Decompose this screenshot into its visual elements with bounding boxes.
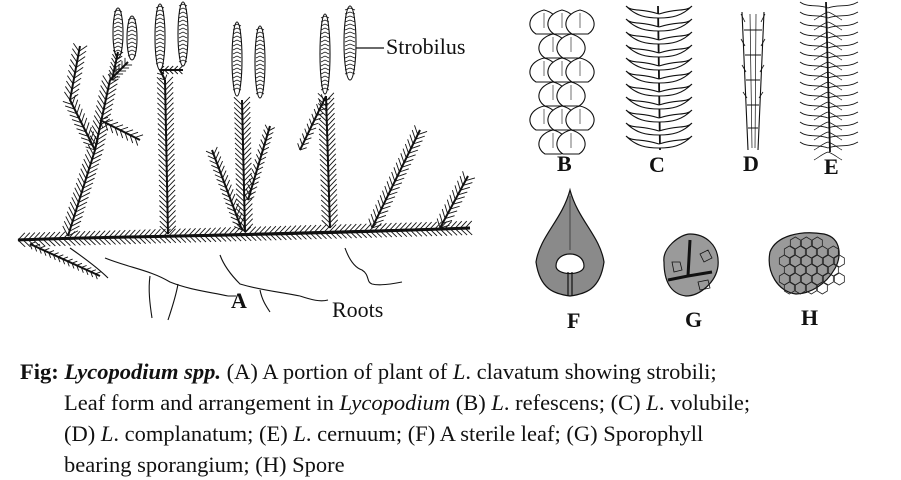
caption-part-a-text: (A) A portion of plant of (221, 359, 453, 384)
caption-line3-a: (D) (64, 421, 101, 446)
caption-line3-b: ; (E) (247, 421, 294, 446)
caption-line-4: bearing sporangium; (H) Spore (64, 452, 345, 477)
label-d: D (743, 151, 759, 176)
caption-line3-sp1: . complanatum (113, 421, 248, 446)
label-roots: Roots (332, 297, 384, 322)
caption-a-species-dot: . clavatum (465, 359, 560, 384)
label-c: C (649, 152, 665, 177)
caption-line2-a: Leaf form and arrangement in (64, 390, 340, 415)
label-a: A (231, 288, 247, 313)
caption-line2-c: ; (C) (598, 390, 647, 415)
plant-illustration (17, 1, 859, 321)
caption-line2-b: (B) (450, 390, 492, 415)
label-strobilus: Strobilus (386, 34, 466, 59)
figure-caption: Fig: Lycopodium spp. (A) A portion of pl… (20, 356, 890, 480)
caption-line3-sp2: . cernuum (305, 421, 396, 446)
label-f: F (567, 308, 581, 333)
caption-line2-l2: L (646, 390, 659, 415)
caption-fig-prefix: Fig: (20, 359, 65, 384)
creeping-stem (17, 220, 473, 248)
caption-line-2: Leaf form and arrangement in Lycopodium … (20, 387, 890, 418)
label-g: G (685, 307, 703, 332)
figure-h-spore (768, 232, 845, 295)
caption-line3-l1: L (100, 421, 114, 446)
label-e: E (824, 154, 839, 179)
figure-e-shoot (799, 1, 859, 161)
caption-line2-genus: Lycopodium (339, 390, 451, 415)
figure-g-sporophyll (663, 233, 719, 297)
lycopodium-figure: Strobilus Roots A B C D E F G H (17, 1, 859, 333)
caption-line2-sp1: . refescens (503, 390, 599, 415)
figure-b-leaves (529, 9, 595, 155)
figure-f-sterile-leaf (535, 187, 605, 297)
caption-line2-sp2: . volubile (658, 390, 744, 415)
figure-c-shoot (625, 5, 693, 151)
caption-line3-c: ; (F) A sterile leaf; (G) Sporophyll (395, 421, 704, 446)
caption-line2-end: ; (743, 390, 751, 415)
upright-branches (29, 1, 476, 280)
caption-genus: Lycopodium spp. (64, 359, 222, 384)
label-b: B (557, 151, 572, 176)
caption-part-a-end: showing strobili; (559, 359, 717, 384)
caption-line-3: (D) L. complanatum; (E) L. cernuum; (F) … (20, 418, 890, 449)
figure-d-stem (740, 11, 766, 151)
roots (69, 247, 403, 321)
label-h: H (801, 305, 819, 330)
caption-line2-l1: L (491, 390, 504, 415)
caption-line-1: Fig: Lycopodium spp. (A) A portion of pl… (20, 359, 717, 384)
caption-line3-l2: L (293, 421, 306, 446)
caption-a-genus-abbrev: L (452, 359, 466, 384)
